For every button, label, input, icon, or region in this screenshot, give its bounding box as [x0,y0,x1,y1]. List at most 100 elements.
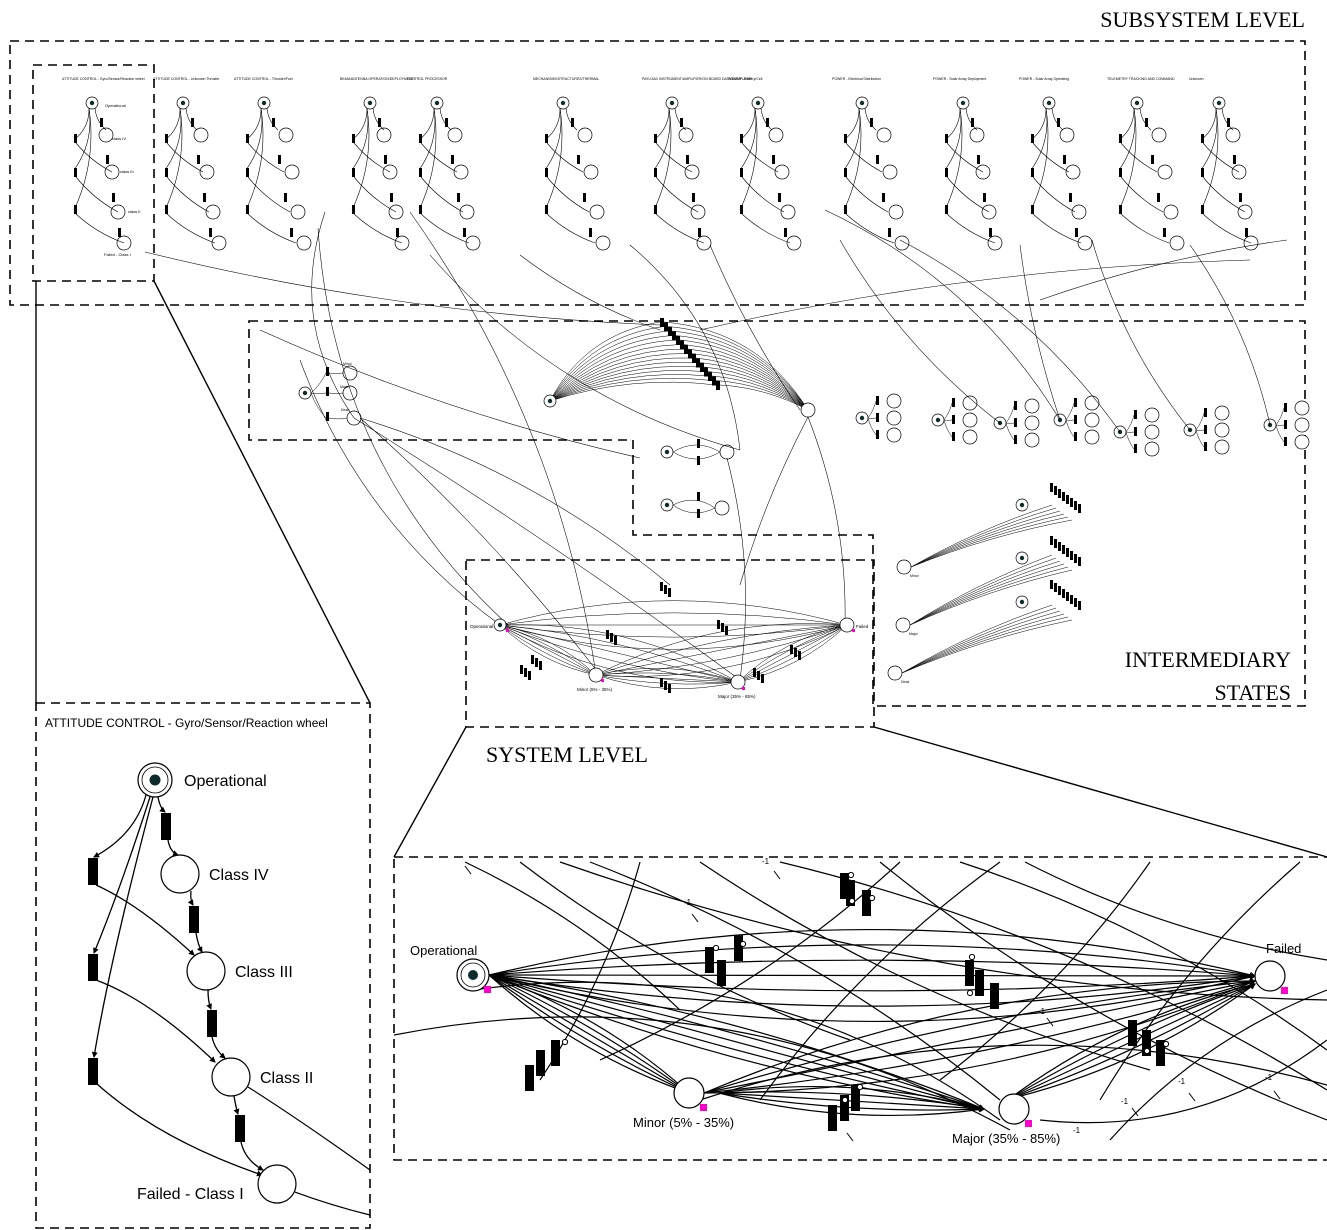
subsystem-title: PAYLOAD INSTRUMENT/AMPLIFIER/ON BOARD DA… [642,77,752,81]
arc [1032,213,1082,244]
place [962,429,978,445]
arc [672,444,721,453]
transition [525,1065,534,1091]
place [583,164,599,180]
transition [583,193,586,202]
arc [943,419,953,438]
transition [1145,118,1148,127]
arc [759,861,1001,1101]
arc [488,974,690,1094]
arc [739,416,809,586]
arc [294,1191,371,1216]
arc [245,107,262,141]
transition [862,890,871,916]
transition [697,439,700,448]
arc [726,457,746,681]
transition [761,674,764,683]
arc [488,944,1256,979]
arc [1202,142,1240,173]
mini-state-label: class IV [112,136,126,141]
arc [311,211,355,419]
state-label-failed: Failed [1266,941,1301,956]
arc [546,213,596,244]
transition [876,396,879,405]
arc [549,321,661,402]
attitude-inset-frame [35,702,371,1229]
place [1084,429,1100,445]
connector-line [873,726,1327,858]
place [1294,434,1310,450]
arc [739,107,758,211]
intermediary-label-line1: INTERMEDIARY [1125,647,1291,672]
intermediary-label: Major [909,632,919,636]
arc [1065,419,1075,438]
arc [901,604,1053,674]
arc-tick [773,870,781,880]
inhibitor-circle [848,897,856,905]
place [969,127,985,143]
place [1151,127,1167,143]
transition [668,588,671,597]
place [800,402,816,418]
place [786,235,802,251]
arc [166,176,210,213]
arc [703,366,809,411]
arc [499,624,597,676]
arc [1109,989,1327,1141]
place [768,127,784,143]
transition [531,655,534,664]
place [1163,204,1179,220]
transition [712,376,716,386]
arc [1051,107,1064,131]
arc [910,504,1053,568]
transition [1014,435,1017,444]
transition [716,381,720,390]
intermediary-label: Dead [901,680,909,684]
transition [676,336,680,345]
transition [721,623,724,632]
transition [1062,545,1065,554]
subsystem-title: Unknown [1189,77,1204,81]
marker [852,629,855,632]
transition [1157,193,1160,202]
transition [1066,495,1069,504]
arc [715,380,809,411]
arc [691,353,809,411]
transition [740,205,743,214]
arc [488,974,690,1094]
transition [1066,548,1069,557]
transition [654,168,657,177]
arc-weight-label: -1 [684,898,692,907]
inhibitor-circle [966,989,974,997]
transition [106,155,109,164]
transition [535,658,538,667]
arc [247,176,291,213]
arc [946,142,984,173]
mini-state-label: Failed - Class I [104,252,131,257]
arc [943,402,953,421]
place [1084,395,1100,411]
arc [167,839,179,857]
token [367,100,373,106]
place [199,164,215,180]
transition [790,645,793,654]
transition [1057,118,1060,127]
transition [1204,425,1207,434]
arc [674,107,687,131]
token [664,502,670,508]
transition [983,193,986,202]
transition [1142,1030,1151,1056]
transition [445,118,448,127]
place [447,127,463,143]
transition [1134,410,1137,419]
transition [660,678,663,687]
arc [946,176,990,213]
place [1169,235,1185,251]
place [888,204,904,220]
marker [601,679,604,682]
inhibitor-circle [841,1096,849,1104]
subsystem-title: CONTROL PROCESSOR [407,77,448,81]
place [886,410,902,426]
transition [1156,1040,1165,1066]
state-label-major: Major (35% - 85%) [952,1131,1060,1146]
